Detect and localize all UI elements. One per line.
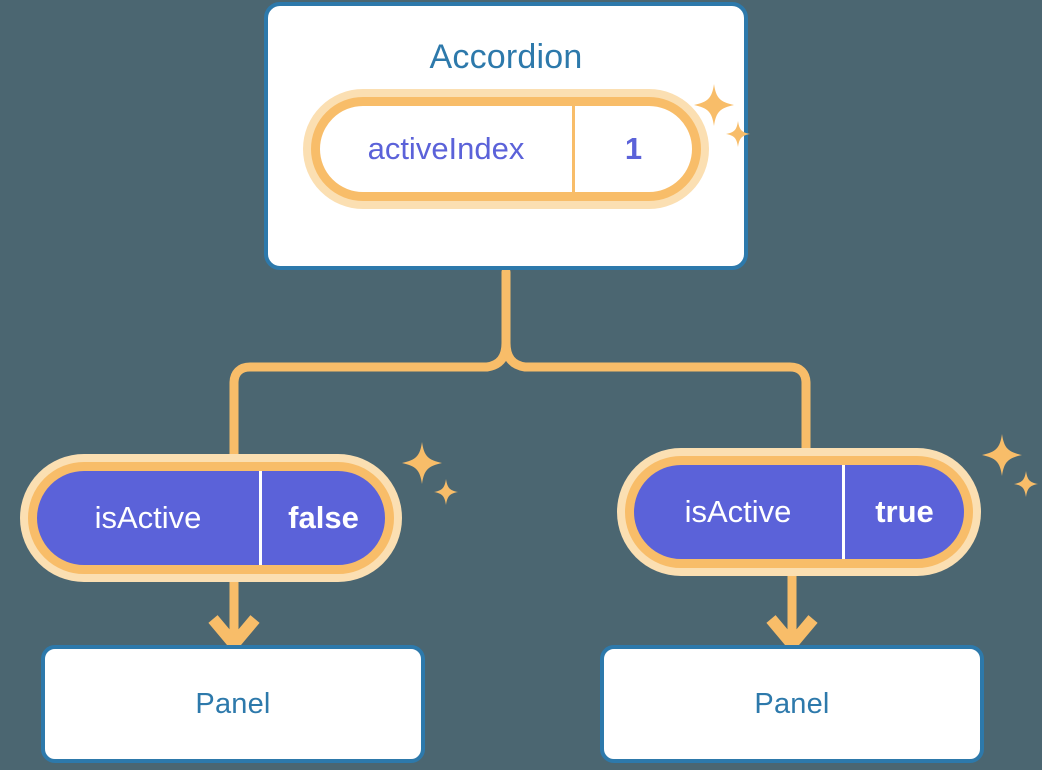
state-key-activeindex: activeIndex xyxy=(367,131,525,166)
arrow-down-icon-left xyxy=(208,578,260,654)
panel-state-pill-right[interactable]: isActive true xyxy=(625,456,973,568)
panel-state-pill-left[interactable]: isActive false xyxy=(28,462,394,574)
sparkles-icon xyxy=(982,434,1038,497)
state-value-isactive-right: true xyxy=(842,465,964,559)
panel-title-left: Panel xyxy=(195,687,271,720)
connector-branch-left xyxy=(229,338,511,467)
panel-card-left: Panel xyxy=(41,645,425,763)
accordion-state-pill[interactable]: activeIndex 1 xyxy=(311,97,701,201)
accordion-card: Accordion activeIndex 1 xyxy=(264,2,748,270)
sparkles-icon xyxy=(402,442,458,505)
connector-branch-right xyxy=(501,338,811,461)
page-title: Accordion xyxy=(429,38,583,76)
state-key-isactive-right: isActive xyxy=(684,494,792,529)
panel-title-right: Panel xyxy=(754,687,830,720)
state-key-isactive-left: isActive xyxy=(94,500,202,535)
panel-card-right: Panel xyxy=(600,645,984,763)
arrow-down-icon-right xyxy=(766,572,818,654)
state-value-isactive-left: false xyxy=(259,471,385,565)
state-value-activeindex: 1 xyxy=(572,106,692,192)
